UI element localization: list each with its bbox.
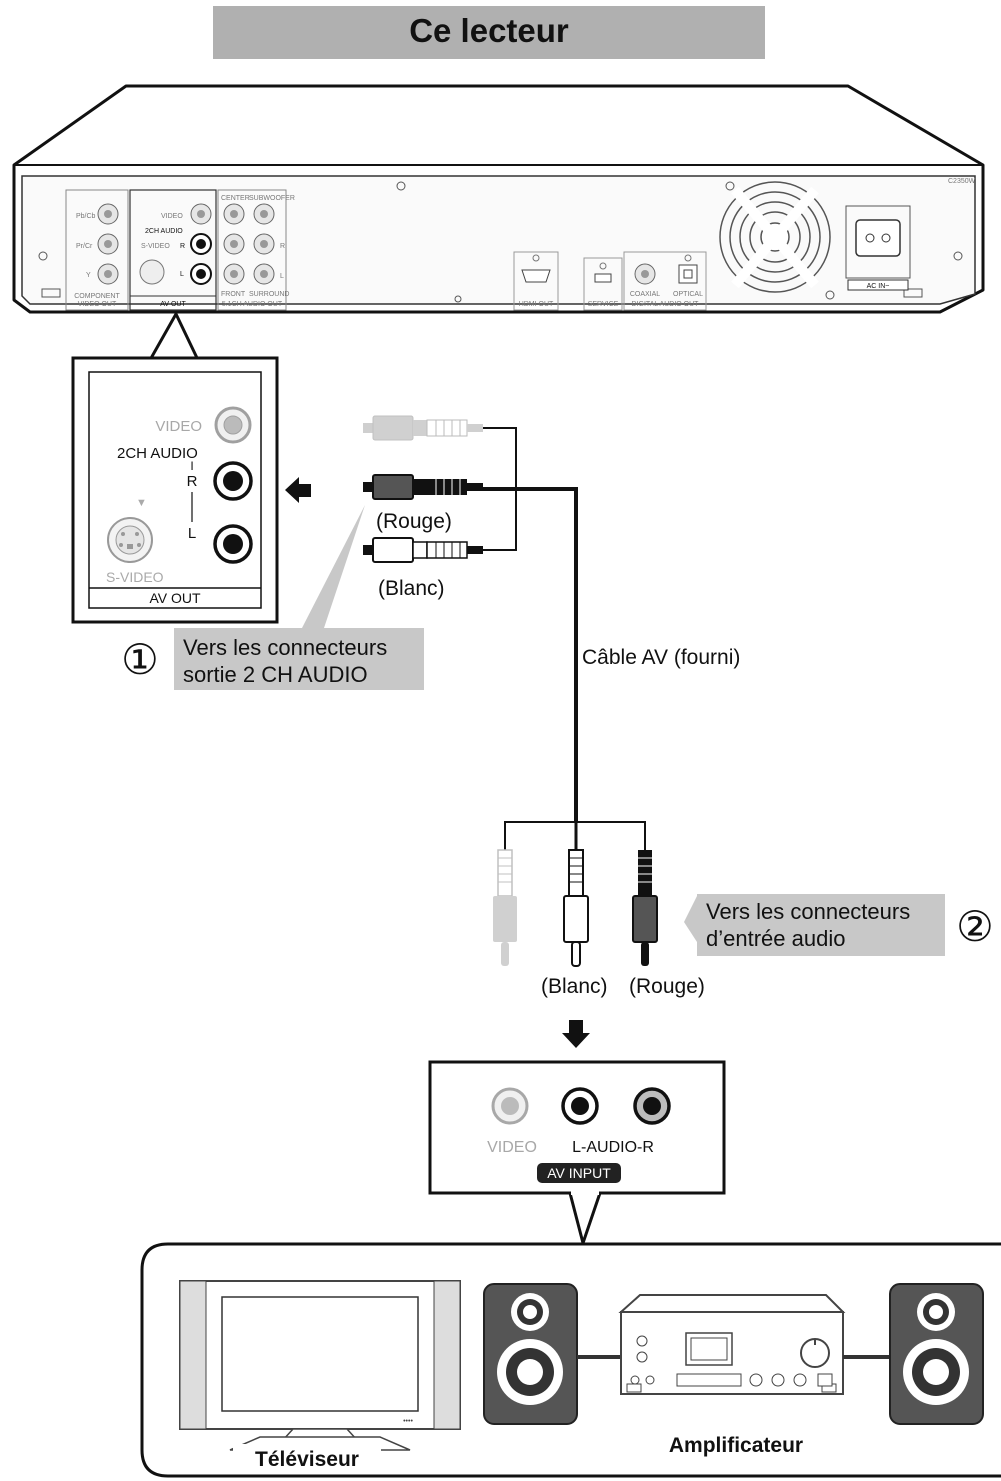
- screw-icon: [38, 251, 48, 261]
- component-label-1: COMPONENT: [74, 293, 120, 300]
- component-video-out: Pb/Cb Pr/Cr Y COMPONENT VIDEO OUT: [65, 189, 129, 311]
- title: Ce lecteur: [409, 12, 569, 49]
- callout-2-line2: d’entrée audio: [706, 926, 845, 951]
- foot: [41, 288, 61, 298]
- cable-bottom-plugs: (Blanc) (Rouge): [493, 821, 705, 998]
- cable-name: Câble AV (fourni): [582, 646, 740, 669]
- surround-r-label: R: [280, 243, 285, 250]
- fan-icon: [719, 181, 835, 300]
- zoom-r-label: R: [187, 473, 198, 490]
- zoom-svideo-label: S-VIDEO: [106, 569, 164, 585]
- zoom-l-label: L: [188, 525, 196, 542]
- video-label: VIDEO: [161, 213, 183, 220]
- input-group-label: AV INPUT: [547, 1165, 611, 1181]
- component-label-2: VIDEO OUT: [78, 301, 117, 308]
- amplifier-icon: [618, 1294, 846, 1395]
- coaxial-label: COAXIAL: [630, 291, 660, 298]
- arrow-left-icon: [285, 477, 311, 503]
- devices-box: •••• Téléviseur: [140, 1242, 1001, 1478]
- service-port: SERVICE: [583, 257, 623, 311]
- callout-2: Vers les connecteurs d’entrée audio ②: [684, 894, 994, 956]
- service-label: SERVICE: [588, 301, 619, 308]
- surround-l-label: L: [280, 273, 284, 280]
- surround-label: SURROUND: [249, 291, 289, 298]
- subwoofer-label: SUBWOOFER: [249, 195, 295, 202]
- plug-bottom-white-label: (Blanc): [541, 975, 608, 998]
- optical-label: OPTICAL: [673, 291, 703, 298]
- svideo-label: S-VIDEO: [141, 243, 170, 250]
- av-input-panel: VIDEO L-AUDIO-R AV INPUT: [428, 1060, 726, 1245]
- av-out-zoom: VIDEO 2CH AUDIO I R L ▼ S-VIDEO AV OUT: [71, 312, 279, 624]
- callout-2-number: ②: [956, 903, 994, 950]
- digital-audio-out: COAXIAL OPTICAL DIGITAL AUDIO OUT: [623, 251, 707, 311]
- r-label: R: [180, 243, 185, 250]
- svg-text:I: I: [190, 459, 193, 473]
- callout-1-line2: sortie 2 CH AUDIO: [183, 662, 368, 687]
- title-box: [213, 6, 765, 59]
- cable-top-plugs: (Rouge) (Blanc): [363, 415, 517, 600]
- speaker-right-icon: [889, 1283, 984, 1425]
- svideo-jack: [107, 517, 153, 563]
- amp-label: Amplificateur: [669, 1434, 803, 1457]
- screw-icon: [396, 181, 406, 191]
- ac-inlet: AC IN~: [845, 205, 911, 291]
- callout-1-line1: Vers les connecteurs: [183, 635, 387, 660]
- pb-label: Pb/Cb: [76, 213, 96, 220]
- tv-brand: ••••: [403, 1418, 413, 1425]
- callout-1-number: ①: [121, 636, 159, 683]
- speaker-left-icon: [483, 1283, 578, 1425]
- tv-icon: ••••: [179, 1280, 461, 1451]
- av-out-small-label: AV OUT: [160, 301, 186, 308]
- av-cable: [483, 487, 578, 822]
- input-audio-label: L-AUDIO-R: [572, 1139, 654, 1156]
- l-label: L: [180, 271, 184, 278]
- arrow-down-icon: [562, 1020, 590, 1048]
- zoom-av-out-label: AV OUT: [149, 590, 201, 606]
- video-plug-bottom: [493, 849, 517, 966]
- foot: [903, 288, 923, 298]
- y-label: Y: [86, 272, 91, 279]
- pr-label: Pr/Cr: [76, 243, 93, 250]
- front-label: FRONT: [221, 291, 246, 298]
- surround-audio-out: CENTER SUBWOOFER R L FRONT SURROUND 5.1C…: [217, 189, 295, 311]
- white-plug-top: [363, 537, 483, 563]
- zoom-video-label: VIDEO: [155, 418, 202, 435]
- player-rear: C2350W Pb/Cb Pr/Cr Y COMPONENT VIDEO OUT…: [12, 84, 985, 314]
- surround-group-label: 5.1CH AUDIO OUT: [222, 301, 283, 308]
- hdmi-out: HDMI OUT: [513, 251, 559, 311]
- screw-icon: [454, 295, 462, 303]
- red-plug-top: [363, 474, 483, 500]
- zoom-callout-pointer: [148, 312, 200, 361]
- ac-label: AC IN~: [867, 283, 890, 290]
- plug-top-white-label: (Blanc): [378, 577, 445, 600]
- input-video-label: VIDEO: [487, 1139, 537, 1156]
- center-label: CENTER: [221, 195, 250, 202]
- audio2ch-label: 2CH AUDIO: [145, 228, 183, 235]
- model-code: C2350W: [948, 178, 976, 185]
- screw-icon: [953, 251, 963, 261]
- callout-2-line1: Vers les connecteurs: [706, 899, 910, 924]
- white-plug-bottom: [563, 849, 589, 967]
- red-plug-bottom: [632, 850, 658, 966]
- plug-bottom-red-label: (Rouge): [629, 975, 705, 998]
- av-out-small: VIDEO 2CH AUDIO R S-VIDEO L AV OUT: [129, 189, 217, 311]
- hdmi-label: HDMI OUT: [519, 301, 554, 308]
- player-rear-panel: [21, 175, 976, 305]
- tv-label: Téléviseur: [255, 1448, 359, 1471]
- digital-group-label: DIGITAL AUDIO OUT: [632, 301, 700, 308]
- svg-text:▼: ▼: [136, 497, 147, 509]
- zoom-2ch-label: 2CH AUDIO: [117, 445, 198, 462]
- plug-top-red-label: (Rouge): [376, 510, 452, 533]
- callout-1: Vers les connecteurs sortie 2 CH AUDIO ①: [121, 505, 424, 690]
